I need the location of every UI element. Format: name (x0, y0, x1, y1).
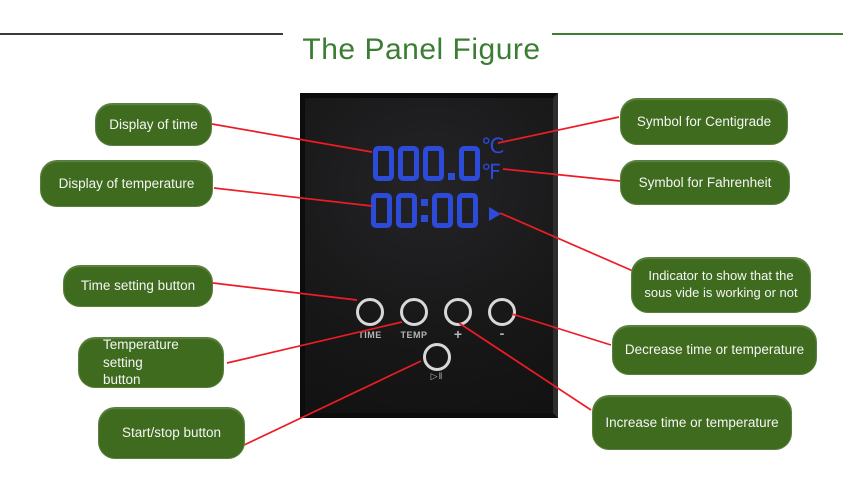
time-setting-button[interactable] (356, 298, 384, 326)
display-digit (448, 173, 455, 180)
display-digit (421, 193, 428, 228)
display-digit (432, 193, 453, 228)
display-digit (423, 146, 444, 181)
title-rule-left (0, 33, 283, 35)
start-stop-button[interactable] (423, 343, 451, 371)
centigrade-symbol: ℃ (481, 134, 505, 158)
callout-temperature-setting-button: Temperature setting button (78, 337, 224, 388)
temp-button-label: TEMP (400, 330, 428, 340)
callout-display-of-temperature: Display of temperature (40, 160, 213, 207)
sous-vide-control-panel: ℃ ℉ TIME TEMP + - ▷‖ (300, 93, 558, 418)
display-digit (373, 146, 394, 181)
temperature-setting-button[interactable] (400, 298, 428, 326)
temperature-display (373, 146, 480, 181)
callout-start-stop-button: Start/stop button (98, 407, 245, 459)
display-digit (459, 146, 480, 181)
display-digit (457, 193, 478, 228)
increase-button[interactable] (444, 298, 472, 326)
time-display (371, 193, 478, 228)
callout-line2: button (103, 372, 141, 388)
display-digit (396, 193, 417, 228)
plus-button-label: + (453, 326, 463, 342)
callout-symbol-for-fahrenheit: Symbol for Fahrenheit (620, 160, 790, 205)
callout-symbol-for-centigrade: Symbol for Centigrade (620, 98, 788, 145)
callout-decrease-time-or-temperature: Decrease time or temperature (612, 325, 817, 375)
callout-display-of-time: Display of time (95, 103, 212, 146)
time-button-label: TIME (358, 330, 382, 340)
page-title: The Panel Figure (302, 33, 541, 67)
display-digit (398, 146, 419, 181)
callout-line1: Indicator to show that the (648, 268, 794, 284)
decrease-button[interactable] (488, 298, 516, 326)
display-digit (371, 193, 392, 228)
callout-line2: sous vide is working or not (644, 285, 798, 300)
play-triangle-icon (489, 207, 501, 221)
play-pause-icon: ▷‖ (430, 371, 444, 381)
minus-button-label: - (499, 325, 505, 341)
title-rule-right (552, 33, 843, 35)
callout-time-setting-button: Time setting button (63, 265, 213, 307)
fahrenheit-symbol: ℉ (481, 160, 501, 184)
callout-line1: Temperature setting (103, 337, 179, 370)
callout-increase-time-or-temperature: Increase time or temperature (592, 395, 792, 450)
callout-working-indicator: Indicator to show that the sous vide is … (631, 257, 811, 313)
